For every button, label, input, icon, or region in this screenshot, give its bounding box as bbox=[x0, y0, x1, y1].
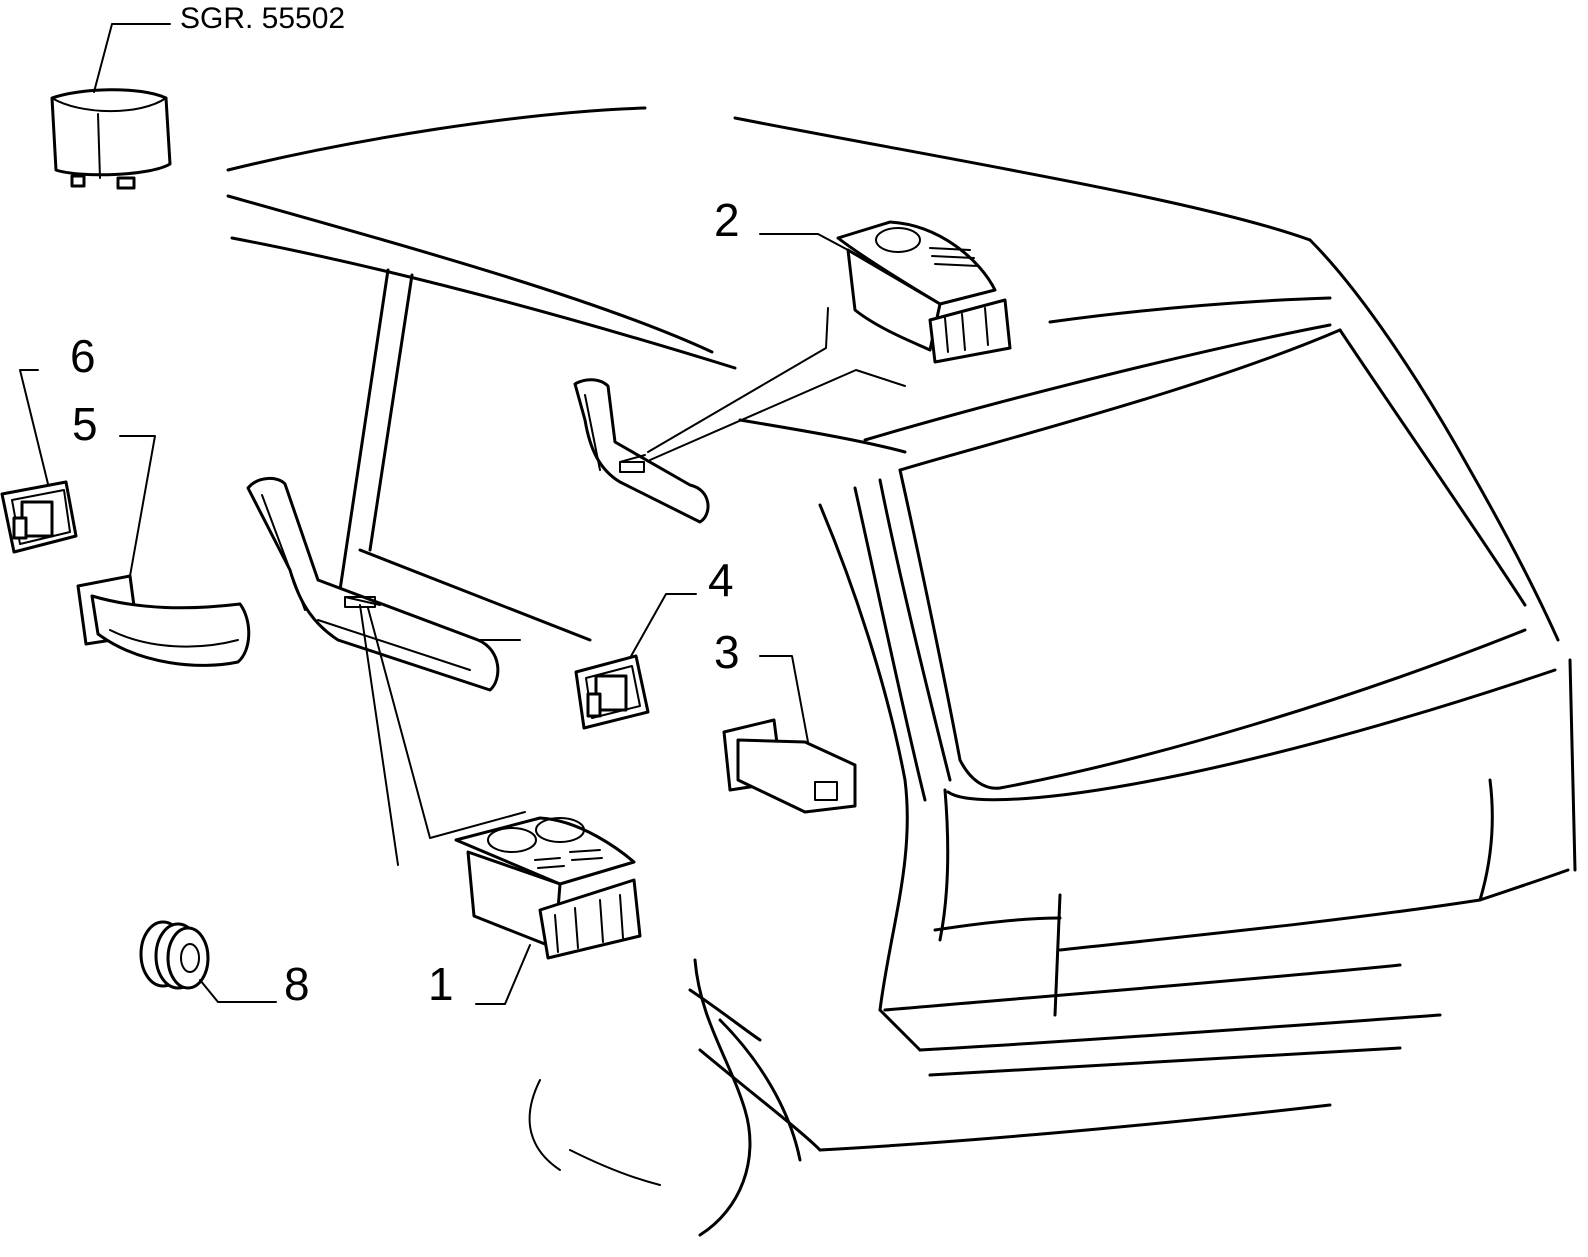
part-1-leader-line bbox=[475, 944, 531, 1005]
part-3-leader-line bbox=[759, 655, 809, 743]
part-6-leader-line bbox=[19, 369, 49, 485]
callout-5: 5 bbox=[72, 398, 98, 450]
part-5-elbow bbox=[76, 574, 251, 667]
callout-8: 8 bbox=[284, 958, 310, 1010]
callout-4: 4 bbox=[708, 554, 734, 606]
part-8-leader-line bbox=[199, 979, 277, 1003]
callout-1: 1 bbox=[428, 958, 454, 1010]
car-body-outline bbox=[226, 106, 1577, 1237]
door-armrest-left bbox=[246, 477, 500, 692]
part-1-switch bbox=[454, 816, 642, 960]
part-2-leader-line bbox=[759, 233, 849, 251]
callout-2: 2 bbox=[714, 194, 740, 246]
part-1-pointer-lines bbox=[359, 604, 526, 866]
door-armrest-right bbox=[573, 378, 710, 524]
part-5-leader-line bbox=[119, 435, 156, 577]
reference-leader-line bbox=[93, 23, 171, 93]
part-3-connector bbox=[722, 718, 857, 814]
callout-3: 3 bbox=[714, 626, 740, 678]
reference-code: SGR. 55502 bbox=[180, 2, 345, 35]
callout-6: 6 bbox=[70, 330, 96, 382]
part-4-leader-line bbox=[629, 593, 697, 659]
relay-module bbox=[50, 88, 172, 190]
part-8-grommet bbox=[139, 920, 210, 990]
part-2-switch bbox=[836, 220, 1012, 364]
part-2-pointer-lines bbox=[647, 307, 906, 461]
part-4-socket bbox=[574, 654, 650, 730]
part-6-socket bbox=[0, 480, 78, 554]
